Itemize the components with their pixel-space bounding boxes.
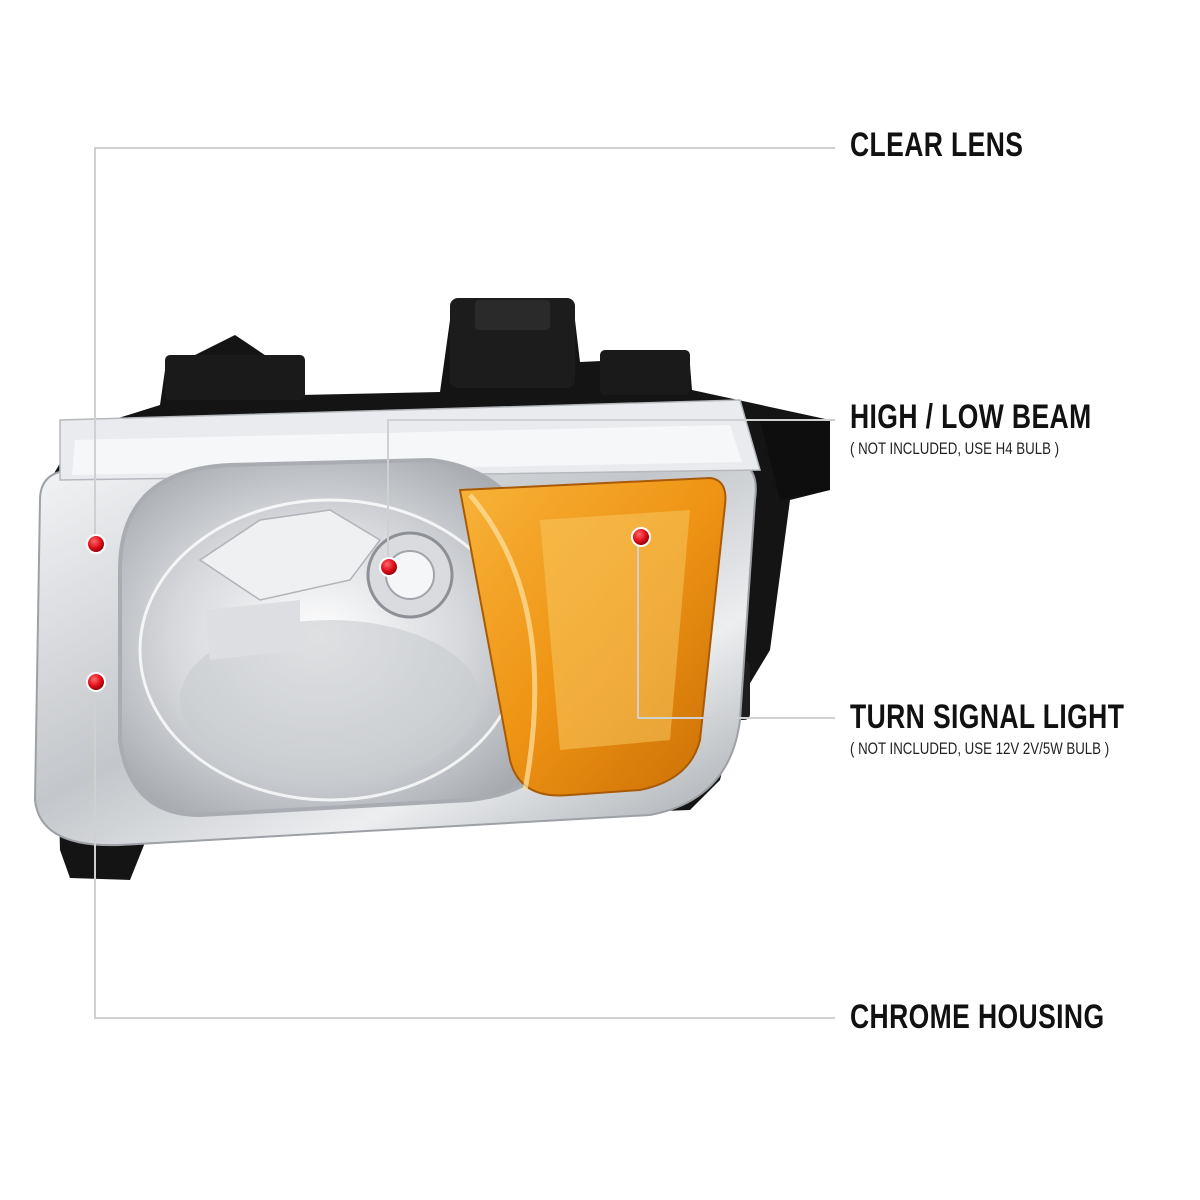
clear-lens-line bbox=[94, 147, 835, 545]
turn-signal-note: ( NOT INCLUDED, USE 12V 2V/5W BULB ) bbox=[850, 739, 1110, 758]
turn-signal-line bbox=[637, 538, 835, 719]
high-low-beam-label: HIGH / LOW BEAM bbox=[850, 398, 1092, 436]
clear-lens-marker bbox=[86, 534, 106, 554]
callout-markers bbox=[86, 527, 651, 692]
chrome-housing-line bbox=[94, 682, 835, 1019]
high-low-beam-note: ( NOT INCLUDED, USE H4 BULB ) bbox=[850, 439, 1060, 458]
chrome-housing-label: CHROME HOUSING bbox=[850, 998, 1105, 1036]
clear-lens-label: CLEAR LENS bbox=[850, 126, 1024, 164]
turn-signal-lens bbox=[458, 476, 727, 797]
leader-lines bbox=[94, 147, 835, 1019]
chrome-housing-marker bbox=[86, 672, 106, 692]
headlamp-reflector bbox=[118, 457, 563, 818]
beam-marker bbox=[379, 557, 399, 577]
turn-signal-label: TURN SIGNAL LIGHT bbox=[850, 698, 1125, 736]
beam-line bbox=[387, 419, 835, 568]
turn-signal-marker bbox=[631, 527, 651, 547]
